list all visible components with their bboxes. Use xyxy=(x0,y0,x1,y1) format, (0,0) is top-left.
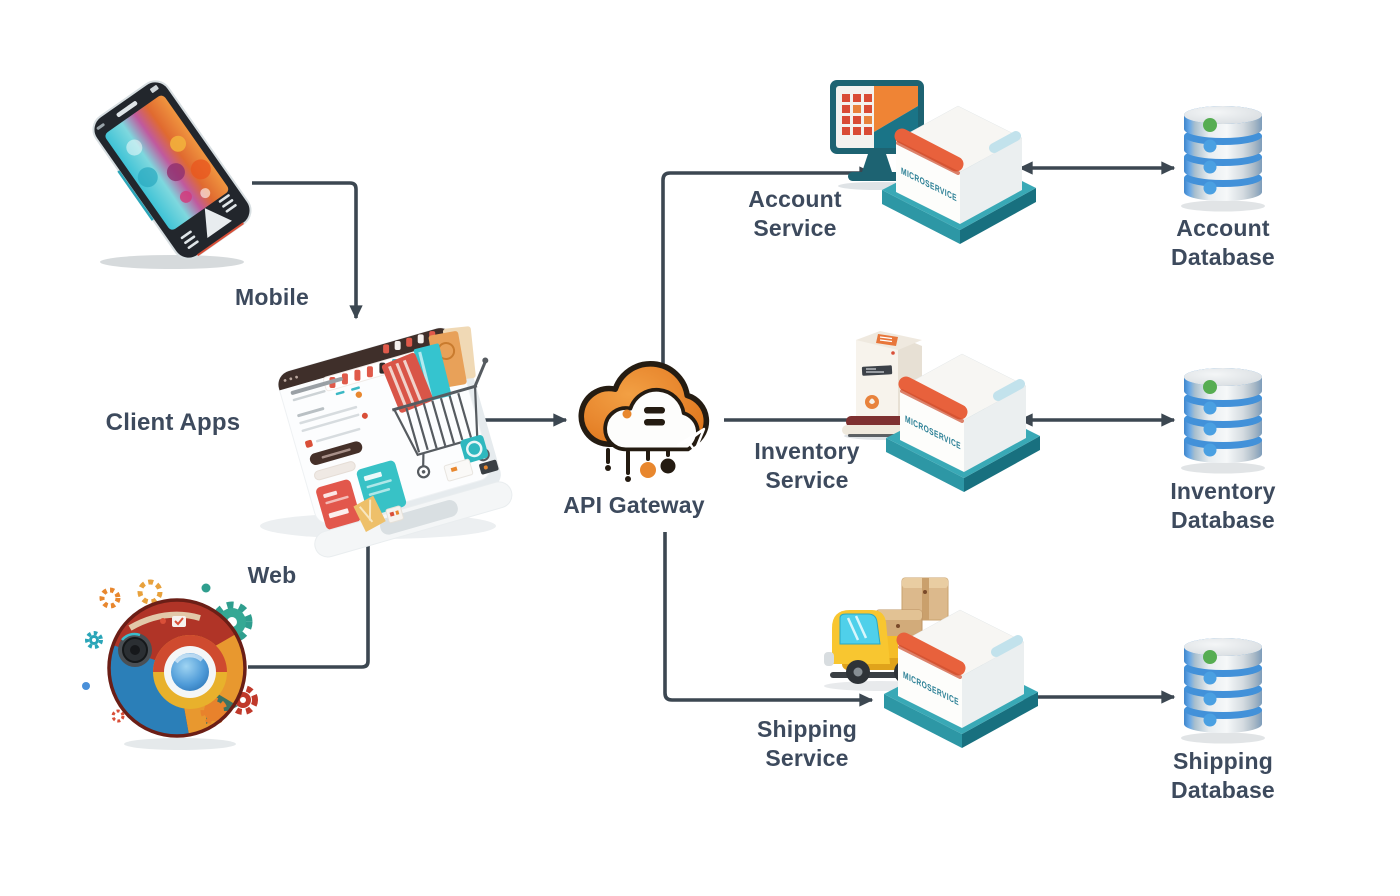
ecommerce-monitor-icon xyxy=(277,326,513,558)
db-shadow xyxy=(1181,732,1265,744)
phone-menu-glyphs xyxy=(180,194,237,249)
pos-monitor-icon xyxy=(830,80,924,190)
inventory-database-label: Inventory Database xyxy=(1170,478,1276,534)
mini-products xyxy=(443,435,499,482)
inventory-database-icon xyxy=(1181,368,1265,474)
cloud-drips xyxy=(606,446,670,475)
mobile-label: Mobile xyxy=(234,284,310,310)
account-service-label: Account Service xyxy=(748,186,842,242)
shopping-bag-small xyxy=(353,495,404,533)
browser-center-orb xyxy=(153,635,227,709)
phone-shadow xyxy=(100,255,244,269)
account-database-label: Account Database xyxy=(1171,215,1275,271)
edge-mobile-to-client-apps xyxy=(252,181,363,320)
shipping-service-node: MICROSERVICE xyxy=(824,577,1038,748)
api-gateway-label: API Gateway xyxy=(563,492,705,518)
web-label: Web xyxy=(247,562,297,588)
phone-screen xyxy=(105,95,229,230)
browser-shadow xyxy=(124,738,236,750)
shipping-service-label: Shipping Service xyxy=(757,716,857,772)
client-apps-label: Client Apps xyxy=(105,409,241,436)
microservice-cube-icon: MICROSERVICE xyxy=(886,353,1040,492)
browser-lens-detail xyxy=(118,632,152,667)
db-shadow xyxy=(1181,462,1265,474)
inventory-service-label: Inventory Service xyxy=(754,438,860,494)
edge-api-gateway-to-account-service xyxy=(661,166,874,372)
trackpad xyxy=(380,500,458,535)
edge-api-gateway-to-shipping-service xyxy=(663,532,874,707)
microservice-cube-icon: MICROSERVICE xyxy=(882,105,1036,244)
price-cards xyxy=(316,460,407,530)
edge-web-to-client-apps xyxy=(248,515,375,669)
smartphone-icon xyxy=(92,80,252,260)
account-database-icon xyxy=(1181,106,1265,212)
db-shadow xyxy=(1181,200,1265,212)
account-service-node: MICROSERVICE xyxy=(830,80,1036,244)
phone-pointer-glyph xyxy=(204,208,232,238)
web-browser-icon xyxy=(82,579,258,738)
inventory-service-node: MICROSERVICE xyxy=(842,331,1040,492)
shipping-database-icon xyxy=(1181,638,1265,744)
microservice-cube-icon: MICROSERVICE xyxy=(884,609,1038,748)
paper-plane-icon xyxy=(676,427,706,453)
shipping-database-label: Shipping Database xyxy=(1171,748,1275,804)
cloud-gateway-icon xyxy=(578,361,710,482)
page-form-sketch xyxy=(290,377,368,481)
